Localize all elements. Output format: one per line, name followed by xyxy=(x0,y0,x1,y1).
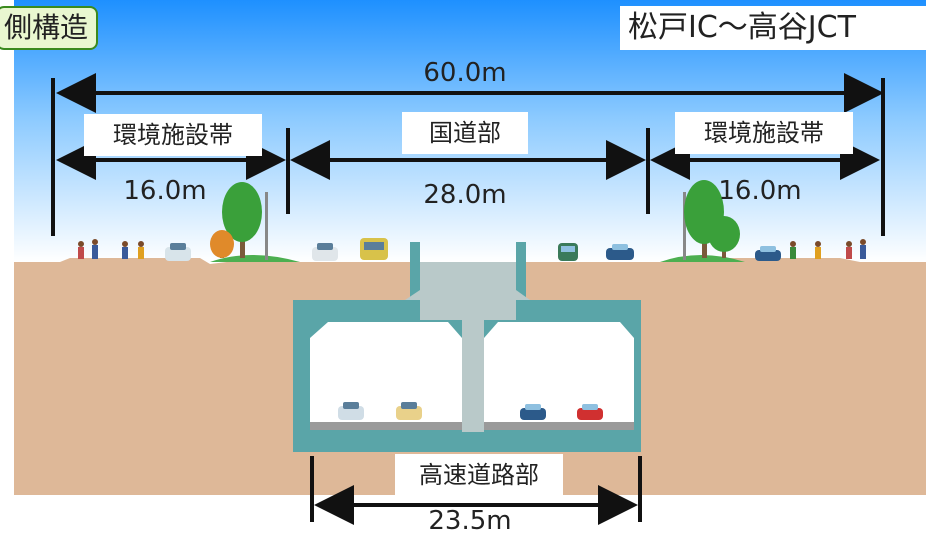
car-icon xyxy=(606,244,634,260)
dimension-expressway: 23.5m xyxy=(428,506,512,536)
dimension-total: 60.0m xyxy=(423,58,507,88)
tunnel-road-right xyxy=(484,422,634,430)
car-icon xyxy=(165,243,191,261)
car-icon xyxy=(755,246,781,261)
pedestrian-icon xyxy=(860,239,866,259)
pedestrian-icon xyxy=(92,239,98,259)
dimension-center: 28.0m xyxy=(423,180,507,210)
bus-icon xyxy=(360,238,388,260)
car-icon xyxy=(558,243,578,261)
tunnel-road-left xyxy=(310,422,462,430)
tunnel-portal-left xyxy=(410,242,420,300)
tree-icon xyxy=(708,216,740,258)
zone-label-expressway: 高速道路部 xyxy=(395,454,563,496)
pedestrian-icon xyxy=(138,241,144,259)
diagram-title: 側構造 xyxy=(0,6,99,50)
zone-label-right: 環境施設帯 xyxy=(675,112,853,154)
tunnel-bore-right xyxy=(484,322,634,424)
zone-label-left: 環境施設帯 xyxy=(84,114,262,156)
right-grass-mound xyxy=(660,255,745,262)
dimension-right: 16.0m xyxy=(718,176,802,206)
tunnel-portal-right xyxy=(516,242,526,300)
tunnel-bore-left xyxy=(310,322,462,424)
lamp-pole xyxy=(683,192,686,260)
tunnel-center-pillar xyxy=(462,320,484,432)
pedestrian-icon xyxy=(846,241,852,259)
car-icon xyxy=(396,402,422,420)
tree-icon xyxy=(210,230,234,258)
tree-icon xyxy=(222,182,262,258)
pedestrian-icon xyxy=(122,241,128,259)
section-name: 松戸IC〜高谷JCT xyxy=(620,6,926,50)
car-icon xyxy=(520,404,546,420)
tunnel-opening xyxy=(420,290,516,320)
pedestrian-icon xyxy=(815,241,821,259)
pedestrian-icon xyxy=(790,241,796,259)
car-icon xyxy=(577,404,603,420)
lamp-pole xyxy=(265,192,268,260)
dimension-left: 16.0m xyxy=(123,176,207,206)
left-grass-mound xyxy=(210,255,300,262)
zone-label-center: 国道部 xyxy=(402,112,528,154)
ground xyxy=(14,258,926,495)
pedestrian-icon xyxy=(78,241,84,259)
car-icon xyxy=(338,402,364,420)
car-icon xyxy=(312,243,338,261)
